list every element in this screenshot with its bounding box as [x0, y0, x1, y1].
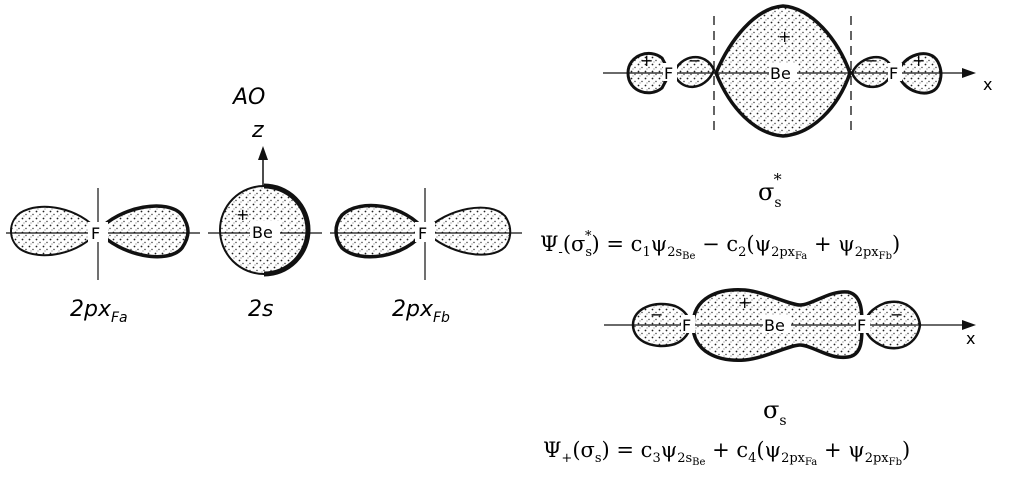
fb-atom-bg	[415, 222, 435, 242]
lobe-fb-left	[334, 203, 428, 259]
anti-be-label: Be	[770, 64, 791, 83]
bond-equation: Ψ+(σs) = c3ψ2sBe + c4(ψ2pxFa + ψ2pxFb)	[543, 438, 910, 468]
bond-sign-fa: −	[650, 305, 663, 324]
orbital-2px-fa: F	[6, 188, 200, 280]
fa-atom-label: F	[91, 224, 100, 243]
be-atom-bg	[250, 221, 280, 241]
lobe-fb-right	[423, 206, 512, 256]
anti-fa-bg	[663, 63, 677, 81]
bond-fb-bg	[856, 315, 870, 333]
bond-x-arrow	[962, 320, 976, 330]
bond-symbol: σs	[763, 396, 787, 429]
sphere-2s-shadow	[263, 183, 311, 277]
bond-fb-label: F	[857, 316, 866, 335]
anti-equation: Ψ-(σs*) = c1ψ2sBe − c2(ψ2pxFa + ψ2pxFb)	[540, 229, 900, 262]
bond-sign-be: +	[738, 293, 751, 312]
orbital-2px-fb: F	[330, 188, 522, 280]
fb-atom-label: F	[418, 224, 427, 243]
bond-fa-bg	[681, 315, 695, 333]
bond-fa-label: F	[682, 316, 691, 335]
bonding-orbital-group: x F Be F − + − σs Ψ+(σs) = c3ψ2sBe + c4(…	[543, 288, 976, 468]
bond-be-bg	[763, 315, 791, 333]
label-2px-fb: 2pxFb	[392, 297, 450, 326]
be-plus-sign: +	[236, 205, 249, 224]
antibonding-orbital-group: x F Be F + − + − + σs* Ψ-(σs*) = c1ψ2sBe…	[540, 4, 992, 262]
anti-sign-fa-outer: +	[640, 51, 653, 70]
lobe-fa-right	[95, 204, 190, 259]
anti-fb-bg	[888, 63, 902, 81]
z-axis-label: z	[251, 118, 264, 143]
anti-lobe-fa-inner	[672, 55, 716, 89]
ao-heading: AO	[231, 85, 265, 110]
lobe-fa-left	[10, 205, 100, 257]
anti-x-label: x	[983, 75, 992, 94]
anti-fa-label: F	[664, 64, 673, 83]
atomic-orbitals-group: AO z F 2pxFa Be + 2s	[6, 85, 522, 326]
anti-fb-label: F	[889, 64, 898, 83]
label-2s: 2s	[248, 297, 273, 322]
anti-x-arrow	[962, 68, 976, 78]
fa-atom-bg	[88, 222, 108, 242]
label-2px-fa: 2pxFa	[70, 297, 128, 326]
bond-sign-fb: −	[890, 305, 903, 324]
anti-sign-fb-outer: +	[912, 51, 925, 70]
z-axis-arrow	[258, 146, 268, 160]
bond-x-label: x	[966, 329, 975, 348]
anti-symbol: σs*	[758, 170, 782, 211]
bond-be-label: Be	[764, 316, 785, 335]
anti-be-bg	[769, 63, 797, 81]
orbital-2s-be: Be +	[208, 183, 322, 277]
anti-sign-fb-inner: −	[865, 51, 878, 70]
anti-sign-be: +	[778, 27, 791, 46]
anti-sign-fa-inner: −	[688, 51, 701, 70]
be-atom-label: Be	[252, 223, 273, 242]
